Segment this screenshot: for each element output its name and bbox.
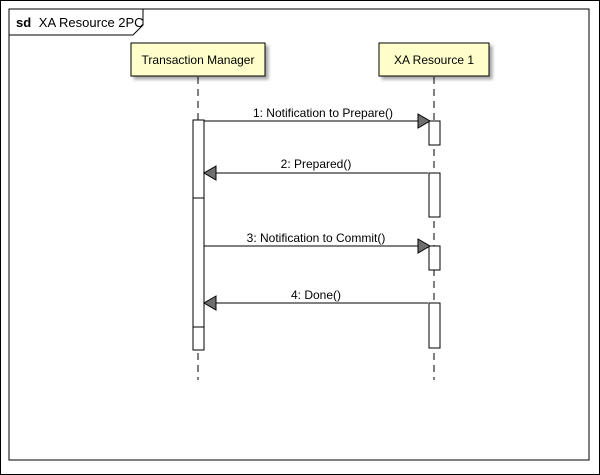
frame-title-tab bbox=[8, 8, 144, 36]
activation-bar-tm bbox=[192, 119, 205, 351]
activation-bar-xa-4 bbox=[428, 302, 441, 349]
message-label-3: 3: Notification to Commit() bbox=[247, 231, 386, 245]
frame-name: XA Resource 2PC bbox=[39, 15, 144, 30]
lifeline-head-xa-resource-1[interactable] bbox=[378, 42, 490, 77]
activation-bar-xa-2 bbox=[428, 172, 441, 218]
sequence-frame bbox=[8, 8, 590, 461]
message-label-2: 2: Prepared() bbox=[281, 157, 352, 171]
frame-title: sd XA Resource 2PC bbox=[16, 15, 144, 30]
frame-keyword: sd bbox=[16, 15, 31, 30]
activation-bar-xa-1 bbox=[428, 120, 441, 146]
activation-bar-xa-3 bbox=[428, 245, 441, 271]
lifeline-head-transaction-manager[interactable] bbox=[130, 42, 266, 77]
lifeline-label-transaction-manager: Transaction Manager bbox=[142, 53, 255, 67]
message-arrowhead-3 bbox=[417, 238, 431, 254]
message-label-1: 1: Notification to Prepare() bbox=[253, 106, 393, 120]
message-arrowhead-2 bbox=[203, 165, 217, 181]
message-label-4: 4: Done() bbox=[291, 288, 341, 302]
message-arrowhead-4 bbox=[203, 295, 217, 311]
message-arrowhead-1 bbox=[417, 113, 431, 129]
lifeline-label-xa-resource-1: XA Resource 1 bbox=[394, 53, 474, 67]
